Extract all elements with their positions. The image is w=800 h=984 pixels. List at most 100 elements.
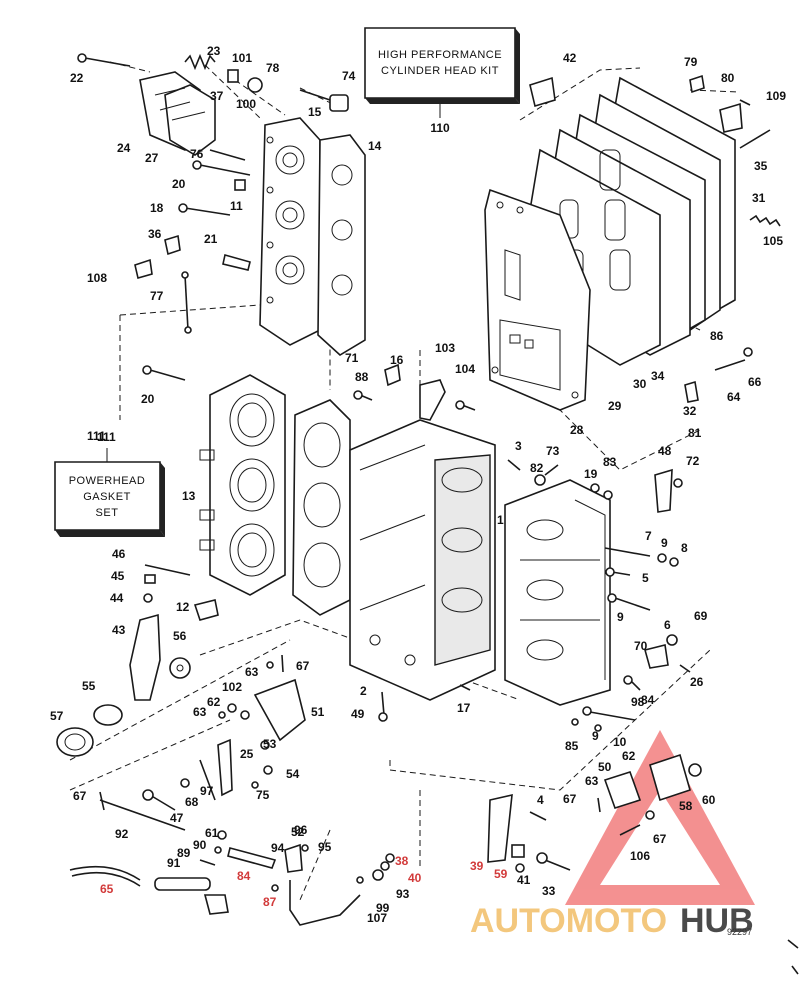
callout-30: 30	[633, 377, 647, 391]
gasket-set-box: POWERHEAD GASKET SET 111	[54, 430, 165, 537]
callout-56: 56	[173, 629, 187, 643]
callout-83: 83	[603, 455, 617, 469]
callout-70: 70	[634, 639, 648, 653]
callout-101: 101	[232, 51, 252, 65]
callout-41: 41	[517, 873, 531, 887]
callout-43: 43	[112, 623, 126, 637]
watermark-logo: AUTOMOTO HUB	[470, 902, 754, 940]
callout-75: 75	[256, 788, 270, 802]
callout-93: 93	[396, 887, 410, 901]
callout-26: 26	[690, 675, 704, 689]
callout-97: 97	[200, 784, 214, 798]
callout-99: 99	[376, 901, 390, 915]
callout-105: 105	[763, 234, 783, 248]
callout-84: 84	[237, 869, 251, 883]
callout-1: 1	[497, 513, 504, 527]
callout-57: 57	[50, 709, 64, 723]
callout-106: 106	[630, 849, 650, 863]
callout-34: 34	[651, 369, 665, 383]
callout-50: 50	[598, 760, 612, 774]
callout-22: 22	[70, 71, 84, 85]
callout-33: 33	[542, 884, 556, 898]
small-parts	[56, 53, 781, 926]
callout-9: 9	[617, 610, 624, 624]
callout-81: 81	[688, 426, 702, 440]
callout-10: 10	[613, 735, 627, 749]
callout-94: 94	[271, 841, 285, 855]
callout-92: 92	[115, 827, 129, 841]
callout-86: 86	[710, 329, 724, 343]
crankcase-block	[349, 419, 496, 701]
callout-111: 111	[87, 429, 106, 443]
callout-20: 20	[172, 177, 186, 191]
callout-35: 35	[754, 159, 768, 173]
callout-3: 3	[515, 439, 522, 453]
callout-9: 9	[592, 729, 599, 743]
callout-14: 14	[368, 139, 382, 153]
callout-76: 76	[190, 147, 204, 161]
corner-mark	[787, 939, 799, 975]
callout-69: 69	[694, 609, 708, 623]
callout-73: 73	[546, 444, 560, 458]
callout-72: 72	[686, 454, 700, 468]
callout-36: 36	[148, 227, 162, 241]
callout-2: 2	[360, 684, 367, 698]
callout-102: 102	[222, 680, 242, 694]
callout-18: 18	[150, 201, 164, 215]
callout-20: 20	[141, 392, 155, 406]
callout-28: 28	[570, 423, 584, 437]
callout-82: 82	[530, 461, 544, 475]
callout-53: 53	[263, 737, 277, 751]
callout-8: 8	[681, 541, 688, 555]
cover-plate-28	[484, 188, 591, 411]
gasket-title-line3: SET	[96, 507, 119, 519]
callout-13: 13	[182, 489, 196, 503]
callout-71: 71	[345, 351, 359, 365]
callout-40: 40	[408, 871, 422, 885]
callout-11: 11	[230, 199, 243, 213]
callout-96: 96	[294, 823, 308, 837]
callout-63: 63	[193, 705, 207, 719]
callout-48: 48	[658, 444, 672, 458]
callout-44: 44	[110, 591, 124, 605]
kit-ref-110: 110	[430, 121, 450, 135]
callout-88: 88	[355, 370, 369, 384]
callout-60: 60	[702, 793, 716, 807]
callout-17: 17	[457, 701, 471, 715]
callout-31: 31	[752, 191, 766, 205]
callout-67: 67	[563, 792, 577, 806]
callout-62: 62	[207, 695, 221, 709]
callout-84: 84	[641, 693, 655, 707]
callout-87: 87	[263, 895, 277, 909]
callout-100: 100	[236, 97, 256, 111]
callout-65: 65	[100, 882, 114, 896]
callout-7: 7	[645, 529, 652, 543]
callout-109: 109	[766, 89, 786, 103]
callout-4: 4	[537, 793, 544, 807]
callout-108: 108	[87, 271, 107, 285]
callout-47: 47	[170, 811, 184, 825]
watermark-text-automoto: AUTOMOTO	[470, 902, 667, 940]
callout-77: 77	[150, 289, 164, 303]
callout-61: 61	[205, 826, 219, 840]
callout-42: 42	[563, 51, 577, 65]
gasket-ref-111: 111	[97, 430, 116, 444]
callout-85: 85	[565, 739, 579, 753]
callout-66: 66	[748, 375, 762, 389]
callout-9: 9	[661, 536, 668, 550]
callout-19: 19	[584, 467, 598, 481]
callout-59: 59	[494, 867, 508, 881]
callout-46: 46	[112, 547, 126, 561]
callout-38: 38	[395, 854, 409, 868]
callout-51: 51	[311, 705, 325, 719]
callout-29: 29	[608, 399, 622, 413]
callout-21: 21	[204, 232, 218, 246]
callout-103: 103	[435, 341, 455, 355]
callout-104: 104	[455, 362, 475, 376]
callout-79: 79	[684, 55, 698, 69]
callout-91: 91	[167, 856, 181, 870]
callout-12: 12	[176, 600, 190, 614]
